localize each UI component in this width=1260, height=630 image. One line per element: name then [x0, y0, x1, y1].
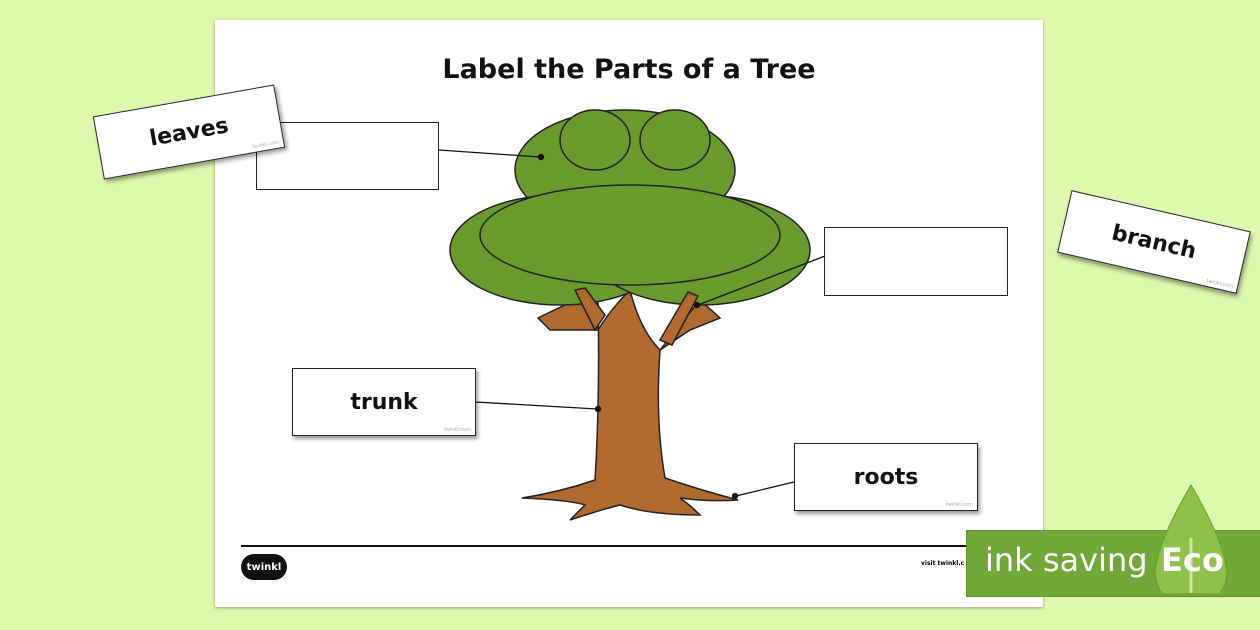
card-watermark: twinkl.com: [251, 139, 280, 151]
pointer-arrows: [438, 149, 826, 500]
card-watermark: twinkl.com: [945, 502, 973, 508]
tree-leaves: [449, 109, 811, 306]
card-label: roots: [853, 464, 919, 490]
card-label: leaves: [147, 112, 231, 152]
page-title: Label the Parts of a Tree: [442, 54, 816, 85]
empty-label-box-branch[interactable]: [824, 227, 1008, 296]
card-label: branch: [1109, 220, 1199, 264]
card-label: trunk: [350, 389, 418, 415]
tree-trunk: [521, 288, 739, 521]
eco-text: Eco: [1161, 541, 1224, 579]
twinkl-logo: twinkl: [241, 554, 287, 580]
label-card-trunk[interactable]: trunk twinkl.com: [292, 368, 476, 436]
tree-branches: [573, 287, 700, 346]
footer-divider: [241, 545, 1043, 547]
empty-label-box-leaves[interactable]: [256, 122, 439, 190]
label-card-roots[interactable]: roots twinkl.com: [794, 443, 978, 511]
ink-saving-text: ink saving: [985, 541, 1148, 579]
leaf-drop-icon: [1154, 484, 1228, 593]
footer-link: visit twinkl.c: [921, 560, 965, 567]
card-watermark: twinkl.com: [443, 427, 471, 433]
ink-saving-badge: ink saving Eco: [966, 484, 1260, 597]
